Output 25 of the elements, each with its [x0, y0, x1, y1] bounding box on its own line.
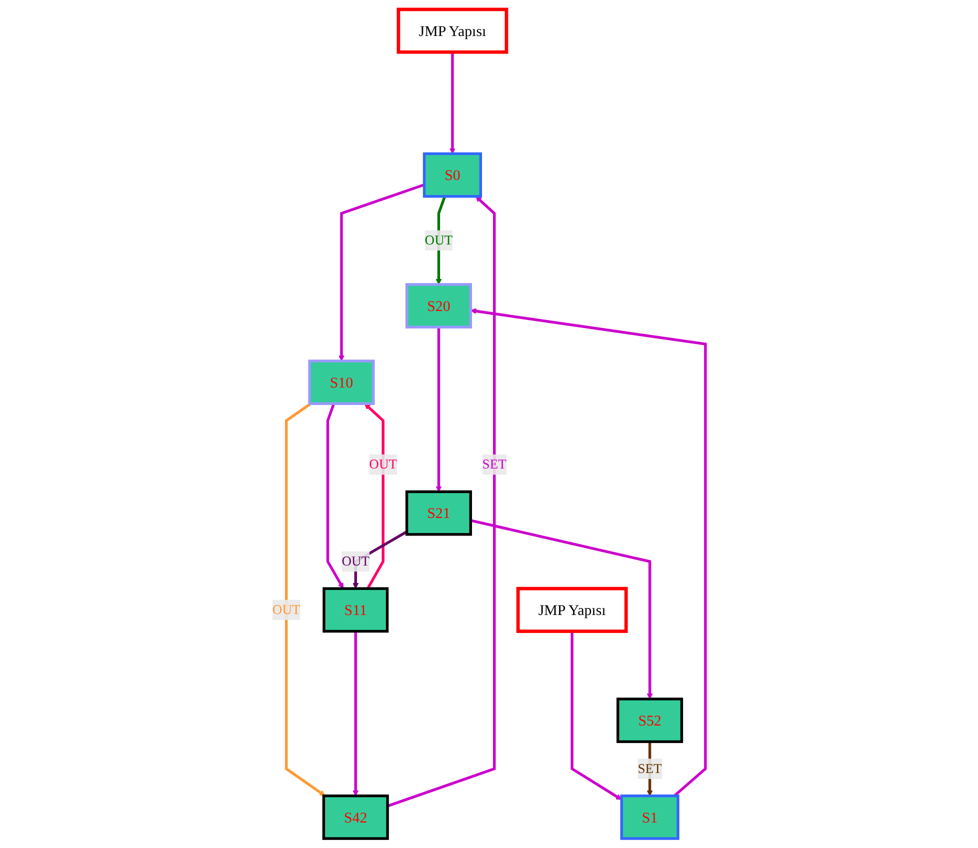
node-box: S0	[422, 152, 482, 198]
arrow	[450, 52, 456, 154]
node-box: S11	[322, 587, 389, 633]
edge-label: OUT	[342, 554, 370, 569]
edge-label: SET	[482, 457, 506, 472]
edge-label: OUT	[369, 457, 398, 472]
node-box: S42	[322, 794, 389, 840]
node-box: S20	[406, 283, 472, 328]
arrow	[436, 327, 442, 492]
node-box: S21	[406, 490, 472, 536]
node-box: S52	[616, 698, 684, 744]
node-box: S10	[308, 360, 375, 406]
node-box: S1	[620, 794, 680, 840]
arrow	[338, 184, 425, 362]
node-box: JMP Yapısı	[396, 8, 508, 54]
arrow	[326, 403, 344, 589]
arrow	[352, 631, 359, 796]
node-box: JMP Yapısı	[516, 586, 628, 633]
edge-label: OUT	[272, 602, 300, 618]
edge-label: SET	[638, 761, 662, 776]
arrow	[364, 403, 385, 590]
arrow	[285, 402, 326, 796]
arrow	[570, 631, 622, 800]
arrow	[470, 519, 653, 700]
edge-label: OUT	[424, 232, 453, 248]
